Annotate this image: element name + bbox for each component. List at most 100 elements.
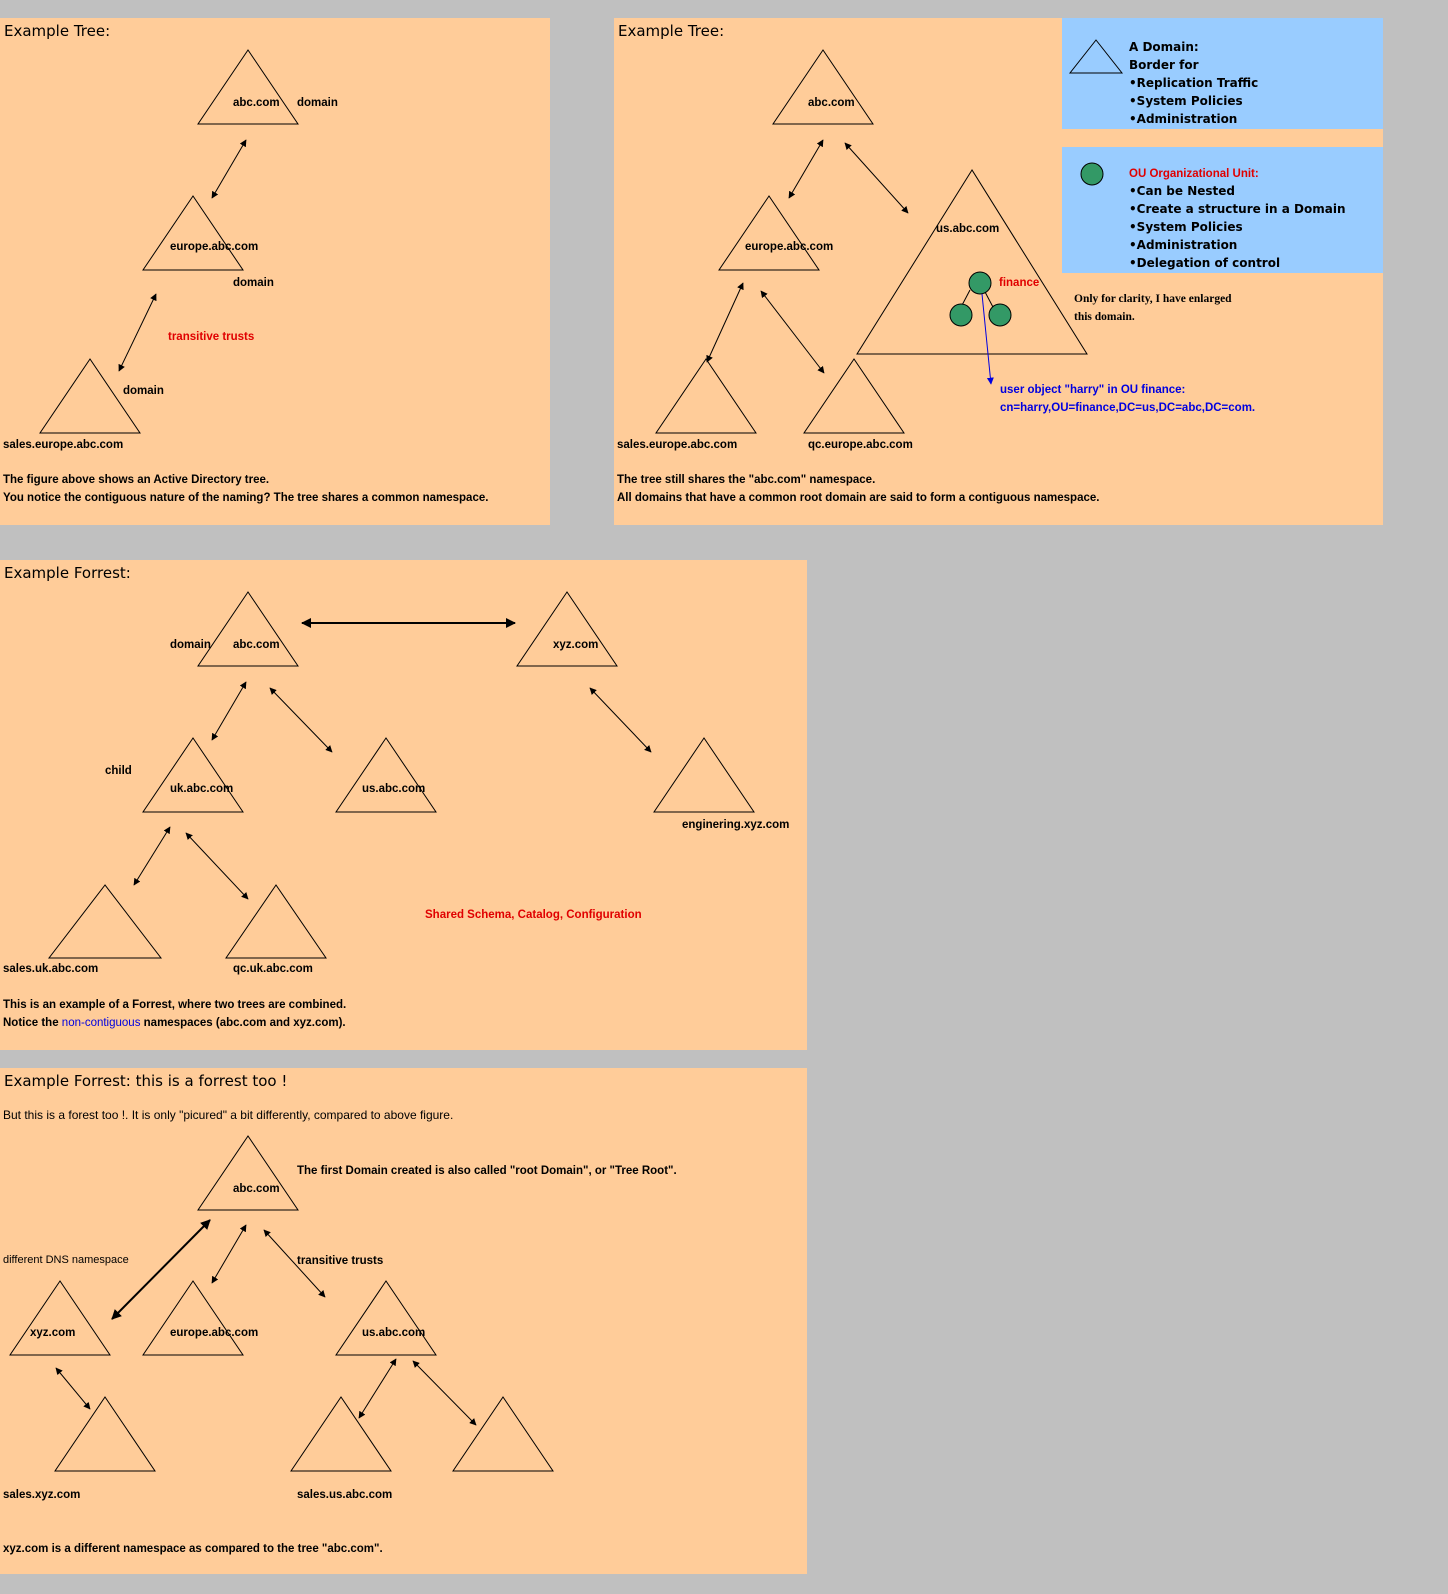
trust-arrow (211, 1224, 247, 1284)
label-shared-schema: Shared Schema, Catalog, Configuration (425, 909, 642, 921)
domain-legend-line: •System Policies (1129, 94, 1243, 108)
domain-triangle (335, 1280, 437, 1356)
label-different-dns: different DNS namespace (3, 1254, 129, 1266)
label-abc: abc.com (808, 97, 855, 109)
clarity-note: this domain. (1074, 311, 1135, 323)
label-us: us.abc.com (362, 1327, 426, 1339)
label-uk: uk.abc.com (170, 783, 234, 795)
label-sales-europe: sales.europe.abc.com (617, 439, 738, 451)
domain-triangle (772, 49, 874, 125)
label-europe: europe.abc.com (170, 241, 259, 253)
triangle-icon (1068, 39, 1124, 74)
panel-title: Example Tree: (618, 22, 725, 40)
caption: The tree still shares the "abc.com" name… (617, 474, 876, 486)
domain-triangle (54, 1396, 156, 1472)
label-domain: domain (297, 97, 338, 109)
trust-arrow (211, 681, 247, 741)
label-xyz: xyz.com (30, 1327, 76, 1339)
domain-triangle (225, 884, 327, 959)
domain-triangle (197, 591, 299, 667)
trust-arrow (185, 832, 249, 900)
domain-legend-box: A Domain: Border for •Replication Traffi… (1062, 18, 1383, 129)
label-domain: domain (123, 385, 164, 397)
trust-arrow (589, 687, 652, 753)
label-europe: europe.abc.com (170, 1327, 259, 1339)
domain-triangle (197, 49, 299, 125)
domain-triangle (142, 737, 244, 813)
trust-arrow (760, 290, 825, 374)
ou-legend-box: OU Organizational Unit: •Can be Nested •… (1062, 147, 1383, 273)
tree-trust-arrow (111, 1219, 211, 1320)
label-abc: abc.com (233, 639, 280, 651)
caption: All domains that have a common root doma… (617, 492, 1100, 504)
ou-legend-line: •Administration (1129, 238, 1238, 252)
ou-circle (949, 303, 973, 327)
domain-legend-line: •Replication Traffic (1129, 76, 1259, 90)
domain-triangle (856, 169, 1088, 355)
trust-arrow (412, 1360, 477, 1426)
ou-link (983, 289, 995, 310)
label-qc-europe: qc.europe.abc.com (808, 439, 913, 451)
user-object-label: user object "harry" in OU finance: (1000, 384, 1186, 396)
root-domain-note: The first Domain created is also called … (297, 1165, 677, 1177)
domain-triangle (452, 1396, 554, 1472)
label-transitive-trusts: transitive trusts (297, 1255, 384, 1267)
tree-diagram (39, 49, 299, 434)
domain-triangle (142, 195, 244, 271)
trust-arrow (133, 826, 171, 886)
trust-arrow (844, 142, 909, 214)
label-sales-uk: sales.uk.abc.com (3, 963, 99, 975)
caption: This is an example of a Forrest, where t… (3, 999, 347, 1011)
domain-triangle (653, 737, 755, 813)
domain-triangle (655, 358, 757, 434)
label-abc: abc.com (233, 1183, 280, 1195)
panel-title: Example Tree: (4, 22, 111, 40)
non-contiguous-highlight: non-contiguous (61, 1017, 141, 1029)
label-domain: domain (170, 639, 211, 651)
domain-triangle (290, 1396, 392, 1472)
trust-arrow (788, 139, 824, 199)
panel-title: Example Forrest: this is a forrest too ! (4, 1072, 288, 1090)
label-sales-us: sales.us.abc.com (297, 1489, 393, 1501)
label-qc-uk: qc.uk.abc.com (233, 963, 313, 975)
domain-legend-heading: A Domain: (1129, 40, 1199, 54)
ou-legend-line: •Delegation of control (1129, 256, 1281, 270)
label-sales-europe: sales.europe.abc.com (3, 439, 124, 451)
domain-triangle (197, 1135, 299, 1211)
tree-diagram (655, 49, 1088, 434)
forrest-diagram (9, 1135, 554, 1472)
domain-legend-line: Border for (1129, 58, 1199, 72)
domain-triangle (718, 195, 820, 271)
caption: The figure above shows an Active Directo… (3, 474, 270, 486)
domain-triangle (39, 358, 141, 434)
user-object-arrow (981, 293, 994, 385)
ou-legend-heading: OU Organizational Unit: (1129, 168, 1259, 180)
label-domain: domain (233, 277, 274, 289)
clarity-note: Only for clarity, I have enlarged (1074, 293, 1232, 305)
label-sales-xyz: sales.xyz.com (3, 1489, 81, 1501)
trust-arrow (358, 1358, 397, 1419)
domain-triangle (9, 1280, 111, 1356)
ou-legend-line: •Can be Nested (1129, 184, 1235, 198)
domain-triangle (803, 358, 905, 434)
user-object-dn: cn=harry,OU=finance,DC=us,DC=abc,DC=com. (1000, 402, 1256, 414)
trust-arrow (263, 1229, 326, 1298)
label-xyz: xyz.com (553, 639, 599, 651)
forrest-diagram (47, 591, 755, 959)
label-us: us.abc.com (936, 223, 1000, 235)
trust-arrow (118, 293, 157, 372)
label-us: us.abc.com (362, 783, 426, 795)
ou-circle (988, 303, 1012, 327)
label-abc: abc.com (233, 97, 280, 109)
domain-triangle (142, 1280, 244, 1356)
panel-subtitle: But this is a forest too !. It is only "… (3, 1108, 454, 1122)
domain-legend-line: •Administration (1129, 112, 1238, 126)
label-transitive-trusts: transitive trusts (168, 331, 255, 343)
ou-finance-circle (968, 271, 992, 295)
label-europe: europe.abc.com (745, 241, 834, 253)
trust-arrow (269, 687, 333, 753)
label-engineering: enginering.xyz.com (682, 819, 790, 831)
ou-circle-icon (1080, 162, 1104, 186)
trust-arrow (211, 139, 247, 199)
domain-triangle (47, 884, 163, 959)
